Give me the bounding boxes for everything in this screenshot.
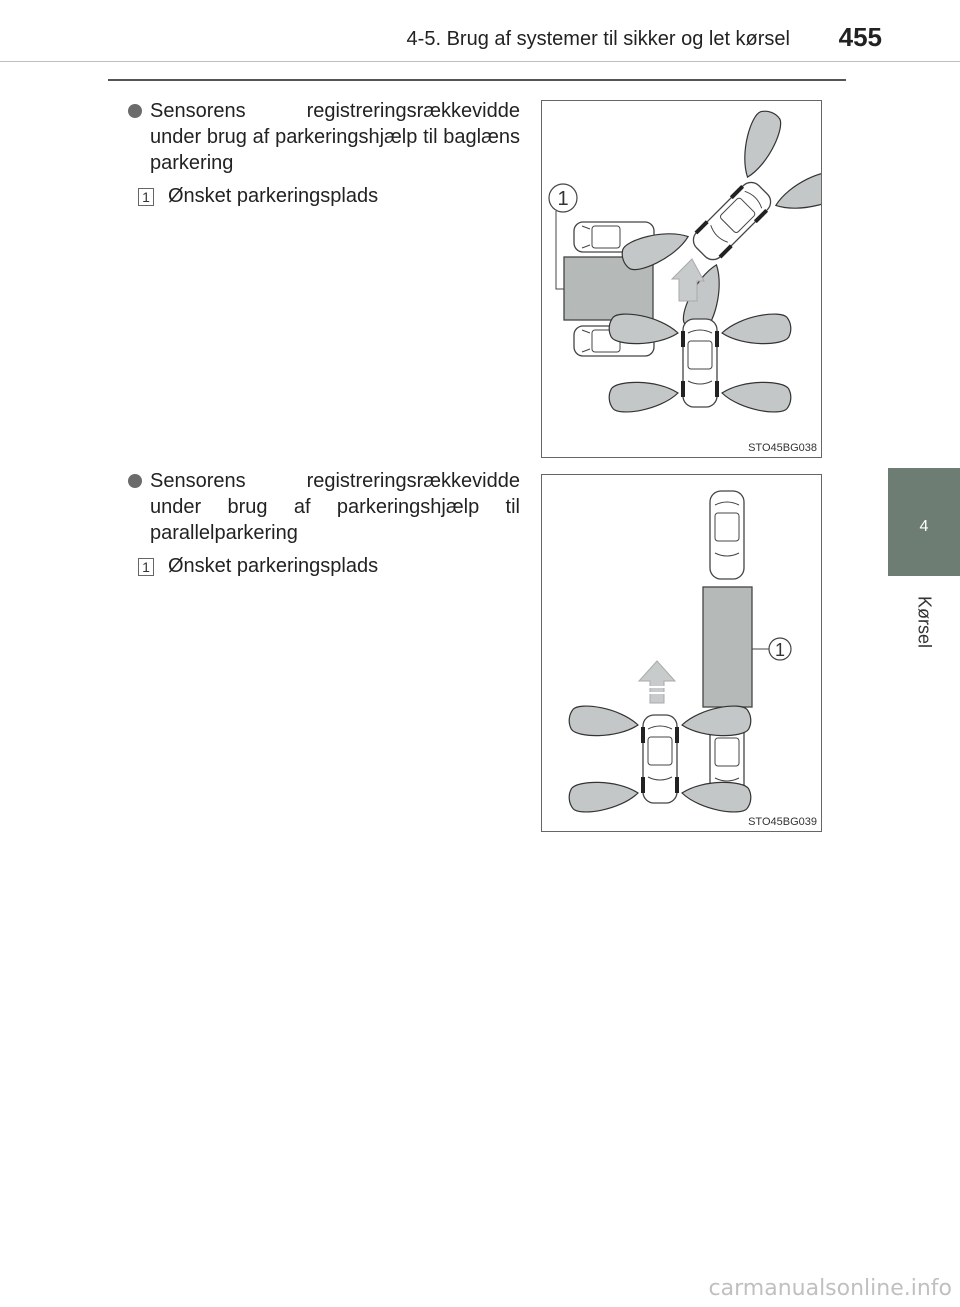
bullet-text: Sensorens registreringsrækkevidde under …: [150, 470, 520, 544]
bullet-icon: [128, 474, 142, 488]
figure-callout-label: 1: [775, 640, 785, 660]
header-divider: [108, 79, 846, 81]
bullet-text: Sensorens registreringsrækkevidde under …: [150, 100, 520, 174]
top-divider: [0, 61, 960, 62]
page-number: 455: [838, 22, 882, 52]
callout-text: Ønsket parkeringsplads: [168, 555, 379, 577]
callout-number: 1: [138, 557, 154, 576]
callout-number: 1: [138, 187, 154, 206]
chapter-label: Kørsel: [914, 595, 935, 649]
bullet-paragraph: Sensorens registreringsrækkevidde under …: [128, 468, 520, 546]
parallel-parking-illustration: 1: [567, 490, 792, 815]
section-title: 4-5. Brug af systemer til sikker og let …: [406, 28, 790, 50]
reverse-parking-illustration: 1: [548, 106, 821, 415]
figure-callout-label: 1: [557, 188, 568, 210]
chapter-tab: 4: [888, 468, 960, 576]
callout-legend: 1 Ønsket parkeringsplads: [128, 555, 520, 578]
bullet-icon: [128, 104, 142, 118]
bullet-paragraph: Sensorens registreringsrækkevidde under …: [128, 98, 520, 176]
figure-code: STO45BG038: [748, 442, 817, 454]
figure-reverse-parking: 1 STO45BG038: [541, 100, 822, 458]
section-parallel-parking: Sensorens registreringsrækkevidde under …: [128, 468, 520, 578]
figure-code: STO45BG039: [748, 816, 817, 828]
chapter-number: 4: [919, 518, 929, 535]
section-reverse-parking: Sensorens registreringsrækkevidde under …: [128, 98, 520, 208]
figure-parallel-parking: 1 STO45BG039: [541, 474, 822, 832]
callout-text: Ønsket parkeringsplads: [168, 185, 379, 207]
watermark: carmanualsonline.info: [708, 1276, 952, 1301]
callout-legend: 1 Ønsket parkeringsplads: [128, 185, 520, 208]
